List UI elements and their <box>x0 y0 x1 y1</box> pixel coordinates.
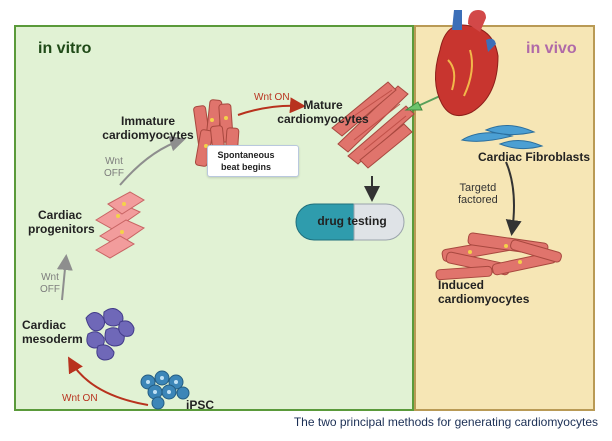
progenitor-cells <box>95 191 146 259</box>
label-targeted-factored: Targetd factored <box>458 182 498 206</box>
label-cardiac-progenitors: Cardiac progenitors <box>28 208 95 236</box>
mesoderm-cells <box>85 308 135 361</box>
arrow-fibroblasts-to-induced <box>505 161 522 236</box>
heart-connector <box>404 95 441 111</box>
label-mature-cardiomyocytes: Mature cardiomyocytes <box>277 98 369 126</box>
label-induced-cardiomyocytes: Induced cardiomyocytes <box>438 278 530 306</box>
mature-cardiomyocyte-cells <box>331 81 415 169</box>
label-immature-cardiomyocytes: Immature cardiomyocytes <box>102 114 194 142</box>
label-ipsc: iPSC <box>186 398 215 412</box>
arrow-mesoderm-to-progenitors <box>56 254 73 301</box>
drug-testing-capsule <box>295 203 405 241</box>
arrow-ipsc-to-mesoderm <box>68 356 149 406</box>
arrow-immature-to-mature <box>237 97 306 116</box>
label-drug-testing: drug testing <box>317 214 387 228</box>
spontaneous-beat-text: Spontaneous beat begins <box>217 150 275 172</box>
arrow-progenitors-to-immature <box>119 135 186 186</box>
spontaneous-beat-callout: Spontaneous beat begins <box>207 145 299 177</box>
label-cardiac-mesoderm: Cardiac mesoderm <box>22 318 83 346</box>
induced-cardiomyocyte-cells <box>435 232 562 281</box>
figure-caption: The two principal methods for generating… <box>293 415 598 429</box>
label-wnt-off-progenitors: Wnt OFF <box>104 156 124 179</box>
label-wnt-on-ipsc: Wnt ON <box>62 393 98 404</box>
in-vitro-title: in vitro <box>38 40 92 57</box>
label-wnt-off-mesoderm: Wnt OFF <box>40 272 60 295</box>
fibroblast-cells <box>460 125 544 150</box>
in-vivo-title: in vivo <box>526 40 577 57</box>
label-wnt-on-immature: Wnt ON <box>254 92 290 103</box>
heart-icon <box>435 10 499 117</box>
label-cardiac-fibroblasts: Cardiac Fibroblasts <box>477 150 591 164</box>
ipsc-cells <box>140 370 190 410</box>
